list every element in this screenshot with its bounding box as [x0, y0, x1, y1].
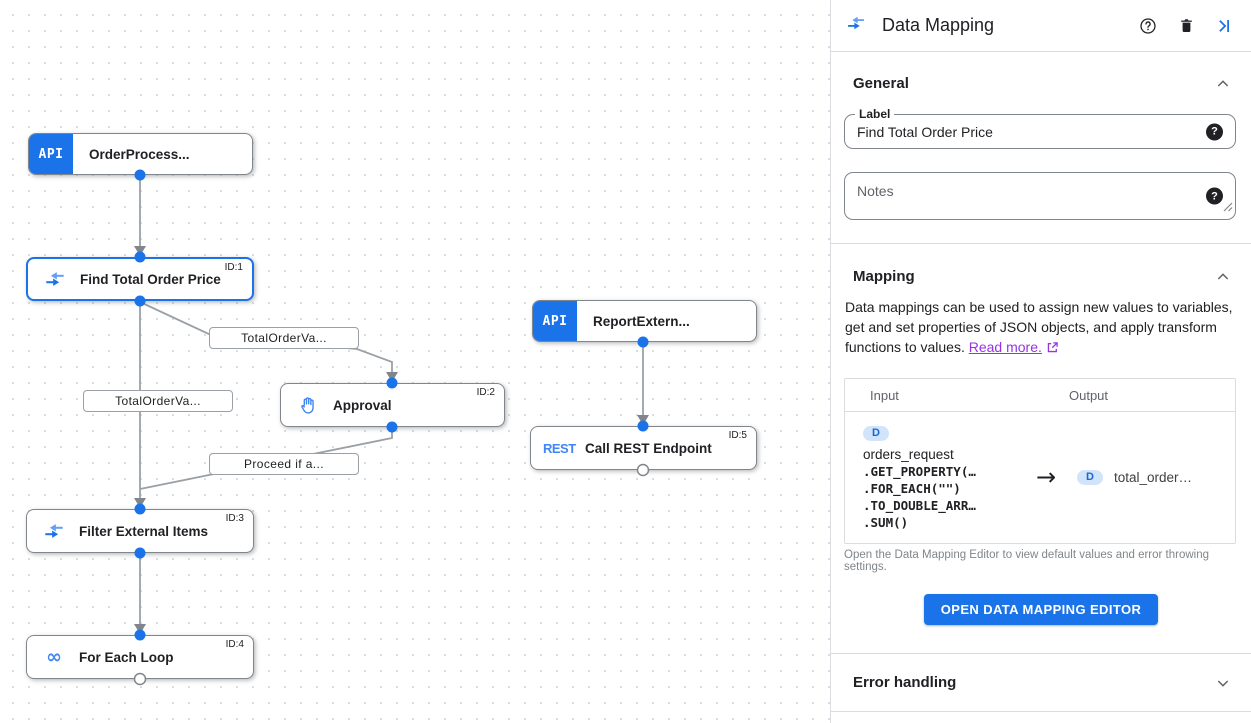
mapping-output-cell: D total_order…	[1077, 423, 1227, 531]
transform-function: .GET_PROPERTY(…	[863, 464, 976, 479]
task-node-find-total-order-price[interactable]: ID:1 Find Total Order Price	[26, 257, 254, 301]
button-row: OPEN DATA MAPPING EDITOR	[831, 594, 1251, 625]
delete-icon[interactable]	[1177, 17, 1195, 35]
output-column-header: Output	[1069, 388, 1109, 403]
task-id-badge: ID:3	[225, 513, 244, 524]
resize-handle-icon[interactable]	[1223, 199, 1233, 217]
mapping-caption: Open the Data Mapping Editor to view def…	[844, 549, 1210, 573]
mapping-arrow-icon: →	[1035, 463, 1057, 491]
task-node-for-each-loop[interactable]: ID:4 ∞ For Each Loop	[26, 635, 254, 679]
loop-icon: ∞	[46, 645, 62, 668]
chevron-down-icon[interactable]	[1215, 675, 1231, 691]
section-divider	[831, 243, 1251, 244]
help-icon[interactable]	[1139, 17, 1157, 35]
node-label: Call REST Endpoint	[585, 440, 712, 456]
mapping-table-header: Input Output	[845, 379, 1235, 412]
edge-condition-label[interactable]: TotalOrderVa...	[209, 327, 359, 349]
config-panel: Data Mapping	[830, 0, 1251, 723]
api-trigger-icon: API	[533, 301, 577, 341]
section-error-handling: Error handling	[831, 653, 1251, 712]
general-heading: General	[853, 75, 909, 92]
hand-icon	[295, 395, 321, 416]
node-label: For Each Loop	[79, 649, 174, 665]
mapping-table: Input Output D orders_request .GET_PROPE…	[844, 378, 1236, 544]
node-label: ReportExtern...	[593, 313, 690, 329]
trigger-node-orderprocess[interactable]: API OrderProcess...	[28, 133, 253, 175]
label-field: Label ?	[844, 107, 1236, 149]
task-id-badge: ID:1	[224, 262, 243, 273]
external-link-icon	[1046, 339, 1059, 359]
input-column-header: Input	[870, 388, 899, 403]
workflow-edges	[134, 175, 649, 634]
transform-function: .FOR_EACH("")	[863, 481, 961, 496]
mapping-description-text: Data mappings can be used to assign new …	[845, 299, 1233, 355]
data-type-badge: D	[1077, 469, 1103, 485]
workflow-canvas[interactable]: API OrderProcess... ID:1 Find Total Orde…	[0, 0, 830, 723]
transform-function: .TO_DOUBLE_ARR…	[863, 498, 976, 513]
mapping-heading: Mapping	[853, 268, 915, 285]
data-mapping-icon	[42, 268, 68, 290]
edge-condition-label[interactable]: Proceed if a...	[209, 453, 359, 475]
task-id-badge: ID:2	[476, 387, 495, 398]
mapping-table-row: D orders_request .GET_PROPERTY(… .FOR_EA…	[845, 412, 1235, 543]
task-node-filter-external-items[interactable]: ID:3 Filter External Items	[26, 509, 254, 553]
notes-input[interactable]	[845, 173, 1235, 218]
output-variable: total_order…	[1113, 469, 1192, 485]
chevron-up-icon[interactable]	[1215, 269, 1231, 285]
notes-field: ?	[844, 172, 1236, 220]
task-node-approval[interactable]: ID:2 Approval	[280, 383, 505, 427]
open-data-mapping-editor-button[interactable]: OPEN DATA MAPPING EDITOR	[923, 594, 1159, 625]
input-variable: orders_request	[863, 447, 954, 462]
node-label: Approval	[333, 397, 392, 413]
data-mapping-icon	[846, 13, 866, 38]
error-handling-heading: Error handling	[853, 674, 957, 691]
transform-function: .SUM()	[863, 515, 909, 530]
panel-title: Data Mapping	[882, 15, 995, 35]
connection-dots-layer	[133, 169, 650, 686]
mapping-description: Data mappings can be used to assign new …	[845, 297, 1236, 359]
label-help-icon[interactable]: ?	[1206, 123, 1223, 140]
trigger-node-reportextern[interactable]: API ReportExtern...	[532, 300, 757, 342]
chevron-up-icon[interactable]	[1215, 76, 1231, 92]
label-field-label: Label	[855, 107, 895, 121]
panel-header: Data Mapping	[831, 0, 1251, 52]
task-id-badge: ID:5	[728, 430, 747, 441]
task-id-badge: ID:4	[225, 639, 244, 650]
collapse-panel-icon[interactable]	[1215, 17, 1233, 35]
section-general: General	[831, 75, 1251, 92]
label-input[interactable]	[845, 115, 1235, 148]
mapping-input-cell: D orders_request .GET_PROPERTY(… .FOR_EA…	[863, 423, 1015, 531]
data-type-badge: D	[863, 425, 889, 441]
node-label: OrderProcess...	[89, 146, 190, 162]
notes-help-icon[interactable]: ?	[1206, 187, 1223, 205]
edge-condition-label[interactable]: TotalOrderVa...	[83, 390, 233, 412]
api-trigger-icon: API	[29, 134, 73, 174]
node-label: Find Total Order Price	[80, 271, 221, 287]
data-mapping-icon	[41, 520, 67, 542]
node-label: Filter External Items	[79, 523, 209, 539]
read-more-link[interactable]: Read more.	[968, 339, 1042, 355]
rest-icon: REST	[543, 440, 576, 456]
section-mapping: Mapping	[831, 268, 1251, 285]
task-node-call-rest-endpoint[interactable]: ID:5 REST Call REST Endpoint	[530, 426, 757, 470]
